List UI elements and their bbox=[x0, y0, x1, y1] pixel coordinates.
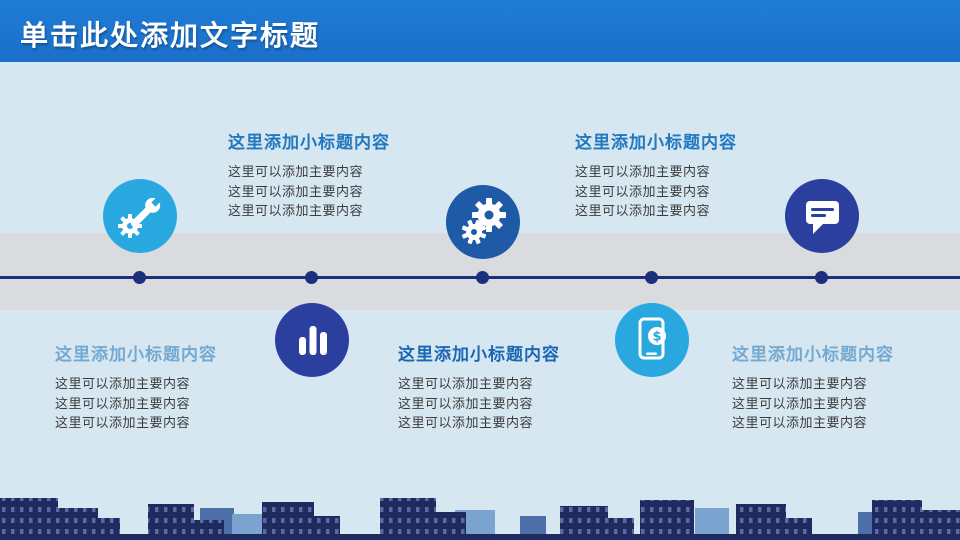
block-line: 这里可以添加主要内容 bbox=[732, 395, 868, 411]
block-line: 这里可以添加主要内容 bbox=[732, 415, 868, 430]
block-line: 这里可以添加主要内容 bbox=[398, 376, 534, 391]
text-block[interactable]: 这里添加小标题内容 这里可以添加主要内容 这里可以添加主要内容 这里可以添加主要… bbox=[55, 340, 285, 433]
block-line: 这里可以添加主要内容 bbox=[732, 376, 868, 391]
wrench-icon bbox=[118, 195, 163, 238]
block-line: 这里可以添加主要内容 bbox=[575, 203, 711, 218]
block-line: 这里可以添加主要内容 bbox=[228, 164, 364, 179]
block-line: 这里可以添加主要内容 bbox=[228, 183, 364, 199]
block-line: 这里可以添加主要内容 bbox=[228, 203, 364, 218]
block-line: 这里可以添加主要内容 bbox=[55, 395, 191, 411]
timeline-dot bbox=[305, 271, 318, 284]
block-heading: 这里添加小标题内容 bbox=[398, 345, 560, 364]
svg-text:$: $ bbox=[652, 330, 661, 345]
block-line: 这里可以添加主要内容 bbox=[55, 376, 191, 391]
bar-chart-icon bbox=[299, 326, 327, 355]
text-block[interactable]: 这里添加小标题内容 这里可以添加主要内容 这里可以添加主要内容 这里可以添加主要… bbox=[228, 128, 458, 221]
gears-icon bbox=[461, 198, 506, 245]
block-line: 这里可以添加主要内容 bbox=[575, 183, 711, 199]
chat-bubble-icon bbox=[806, 201, 839, 234]
city-skyline bbox=[0, 494, 960, 540]
icon-circle-chart[interactable] bbox=[275, 303, 349, 377]
block-heading: 这里添加小标题内容 bbox=[575, 133, 737, 152]
slide-title[interactable]: 单击此处添加文字标题 bbox=[20, 20, 321, 51]
icon-circle-tools[interactable] bbox=[103, 179, 177, 253]
timeline-dot bbox=[133, 271, 146, 284]
block-line: 这里可以添加主要内容 bbox=[398, 415, 534, 430]
block-heading: 这里添加小标题内容 bbox=[55, 345, 217, 364]
block-line: 这里可以添加主要内容 bbox=[575, 164, 711, 179]
icon-circle-gears[interactable] bbox=[446, 185, 520, 259]
timeline-dot bbox=[815, 271, 828, 284]
timeline-dot bbox=[645, 271, 658, 284]
block-line: 这里可以添加主要内容 bbox=[398, 395, 534, 411]
timeline-dot bbox=[476, 271, 489, 284]
mobile-payment-icon: $ bbox=[638, 317, 666, 360]
text-block[interactable]: 这里添加小标题内容 这里可以添加主要内容 这里可以添加主要内容 这里可以添加主要… bbox=[575, 128, 805, 221]
block-heading: 这里添加小标题内容 bbox=[228, 133, 390, 152]
block-heading: 这里添加小标题内容 bbox=[732, 345, 894, 364]
block-line: 这里可以添加主要内容 bbox=[55, 415, 191, 430]
text-block[interactable]: 这里添加小标题内容 这里可以添加主要内容 这里可以添加主要内容 这里可以添加主要… bbox=[398, 340, 628, 433]
icon-circle-chat[interactable] bbox=[785, 179, 859, 253]
text-block[interactable]: 这里添加小标题内容 这里可以添加主要内容 这里可以添加主要内容 这里可以添加主要… bbox=[732, 340, 960, 433]
icon-circle-payment[interactable]: $ bbox=[615, 303, 689, 377]
title-bar: 单击此处添加文字标题 bbox=[0, 0, 960, 62]
